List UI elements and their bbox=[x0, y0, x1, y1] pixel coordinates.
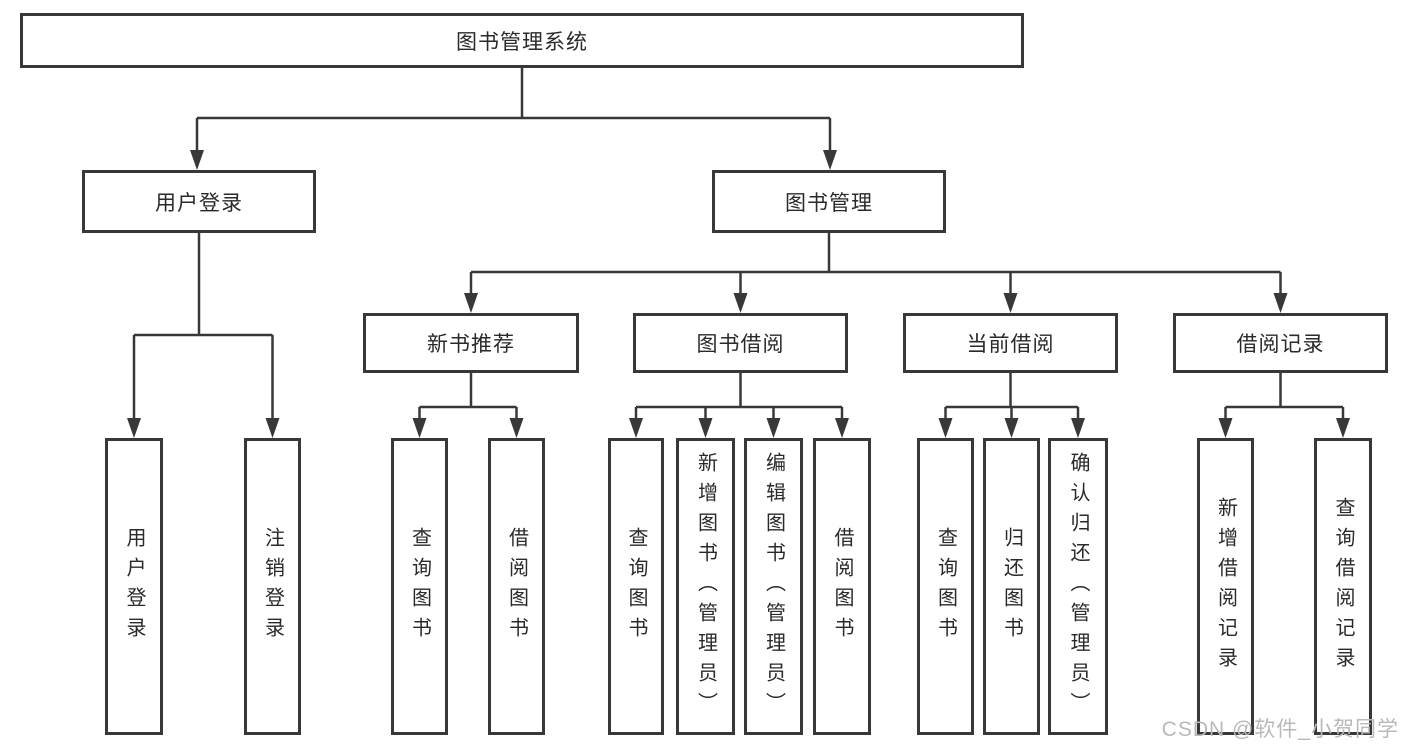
node-book-borrow: 图书借阅 bbox=[633, 313, 848, 373]
csdn-watermark: CSDN @软件_小贺同学 bbox=[1161, 718, 1399, 741]
leaf-user-login: 用户登录 bbox=[105, 438, 163, 735]
leaf-cb-confirm-return-admin: 确认归还（管理员） bbox=[1048, 438, 1108, 735]
leaf-br-query-record: 查询借阅记录 bbox=[1314, 438, 1372, 735]
node-new-book-recommend: 新书推荐 bbox=[363, 313, 579, 373]
arrowhead-icons bbox=[127, 150, 1350, 438]
leaf-bb-query-books: 查询图书 bbox=[608, 438, 664, 735]
leaf-logout: 注销登录 bbox=[244, 438, 301, 735]
leaf-bb-add-books-admin: 新增图书（管理员） bbox=[676, 438, 735, 735]
leaf-cb-return-books: 归还图书 bbox=[983, 438, 1040, 735]
leaf-nbr-borrow-books: 借阅图书 bbox=[488, 438, 545, 735]
leaf-br-add-record: 新增借阅记录 bbox=[1197, 438, 1254, 735]
leaf-bb-edit-books-admin: 编辑图书（管理员） bbox=[744, 438, 803, 735]
node-root-system: 图书管理系统 bbox=[20, 13, 1024, 68]
node-book-management: 图书管理 bbox=[712, 170, 946, 233]
leaf-nbr-query-books: 查询图书 bbox=[391, 438, 448, 735]
node-borrow-records: 借阅记录 bbox=[1173, 313, 1388, 373]
leaf-cb-query-books: 查询图书 bbox=[917, 438, 974, 735]
node-current-borrow: 当前借阅 bbox=[903, 313, 1118, 373]
leaf-bb-borrow-books: 借阅图书 bbox=[813, 438, 871, 735]
node-user-login: 用户登录 bbox=[82, 170, 316, 233]
